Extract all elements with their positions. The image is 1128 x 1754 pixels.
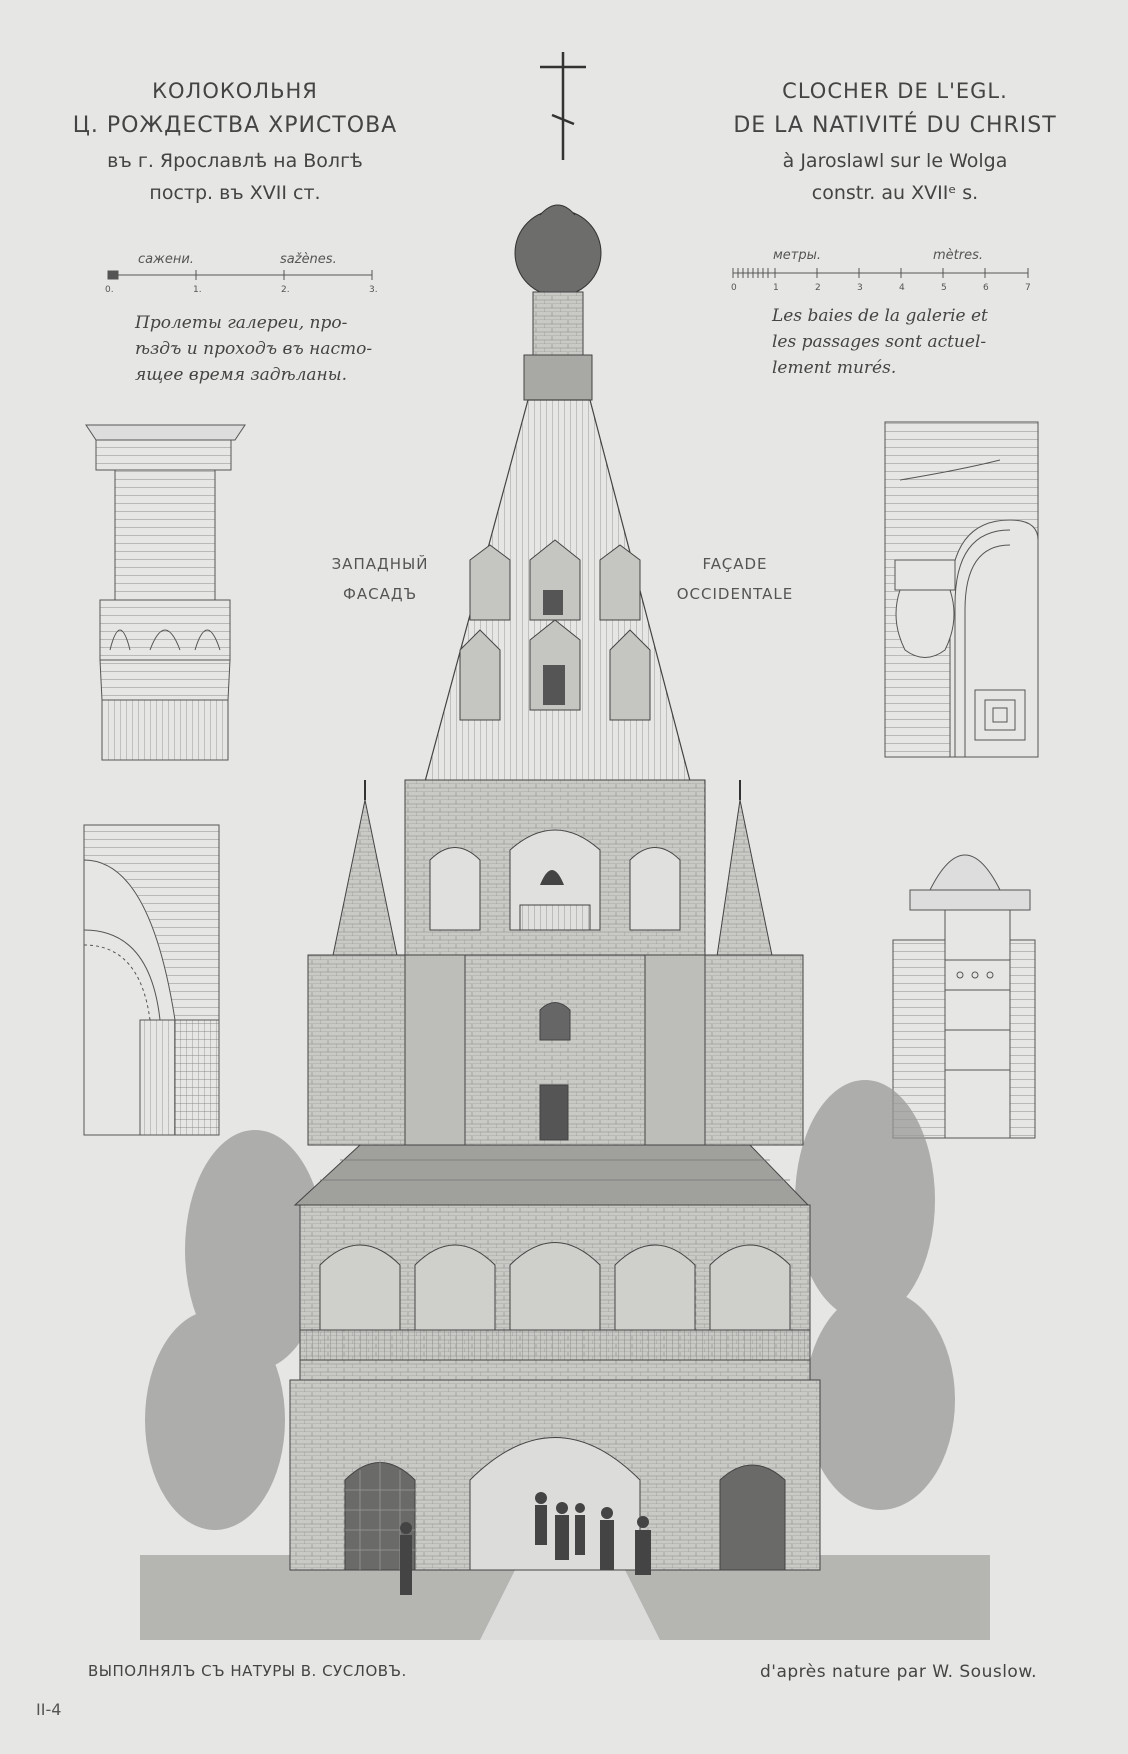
title-ru-line4: постр. въ XVII ст. [149,182,321,204]
left-side-turret [329,799,401,971]
scale-tick-label: 3 [857,283,863,293]
facade-label-line: ФАСАДЪ [342,585,418,603]
title-ru-line2: Ц. РОЖДЕСТВА ХРИСТОВА [72,113,398,138]
footer-credit-ru: ВЫПОЛНЯЛЪ СЪ НАТУРЫ В. СУСЛОВЪ. [88,1662,407,1680]
plate-number: II-4 [36,1700,62,1719]
scale-tick-label: 2. [281,285,290,295]
scale-bar-left-graphic [107,270,373,280]
scale-tick-label: 1. [193,285,202,295]
onion-dome [514,209,602,297]
facade-label-ru: ЗАПАДНЫЙ ФАСАДЪ [315,549,445,609]
facade-label-line: ЗАПАДНЫЙ [331,555,429,573]
gallery-balustrade [299,1329,811,1361]
scale-tick-label: 2 [815,283,821,293]
scale-tick-label: 0 [731,283,737,293]
scale-ticks-left: 0. 1. 2. 3. [105,285,378,295]
scale-tick-label: 4 [899,283,905,293]
scale-bar-right-graphic [732,268,1029,278]
bell-icon [540,870,564,885]
facade-label-fr: FAÇADE OCCIDENTALE [660,549,810,609]
scale-tick-label: 7 [1025,283,1031,293]
title-fr-line1: CLOCHER DE L'EGL. [782,79,1008,103]
detail-arch-top-right [884,421,1039,758]
facade-label-line: OCCIDENTALE [676,585,794,603]
scale-tick-label: 1 [773,283,779,293]
footer-credit-fr: d'après nature par W. Souslow. [760,1662,1038,1682]
scale-tick-label: 6 [983,283,989,293]
scale-tick-label: 3. [369,285,378,295]
scale-tick-label: 5 [941,283,947,293]
scale-unit-ru: метры. [773,248,822,263]
path-road [480,1560,660,1640]
trees [145,1080,955,1530]
main-gate-arch [469,1437,641,1571]
title-french: CLOCHER DE L'EGL. DE LA NATIVITÉ DU CHRI… [700,75,1090,209]
scale-unit-fr: mètres. [933,248,984,263]
note-fr-line: Les baies de la galerie et [772,306,988,326]
title-fr-line3: à Jaroslawl sur le Wolga [782,150,1008,172]
figures [400,1492,651,1595]
detail-column-middle-right [892,854,1036,1139]
detail-arch-middle-left [83,824,220,1136]
scale-unit-ru: сажени. [138,252,194,267]
title-ru-line1: КОЛОКОЛЬНЯ [152,79,318,103]
facade-label-line: FAÇADE [702,555,768,573]
scale-tick-label: 0. [105,285,114,295]
note-ru-line: ѣздъ и проходъ въ насто- [135,339,373,359]
note-ru-line: Пролеты галереи, про- [135,313,348,333]
title-fr-line4: constr. au XVIIᵉ s. [811,182,979,204]
gallery-roof [293,1144,810,1206]
note-fr-line: les passages sont actuel- [772,332,987,352]
title-ru-line3: въ г. Ярославлѣ на Волгѣ [107,150,363,172]
gallery-arches [319,1242,791,1331]
scale-ticks-right: 0 1 2 3 4 5 6 7 [731,283,1031,293]
note-fr-line: lement murés. [772,358,897,378]
title-russian: КОЛОКОЛЬНЯ Ц. РОЖДЕСТВА ХРИСТОВА въ г. Я… [40,75,430,209]
note-ru-line: ящее время задѣланы. [135,365,347,385]
right-side-turret [714,799,776,971]
detail-column-top-left [85,424,246,761]
cross [540,52,586,160]
right-gate [719,1464,786,1571]
note-russian: Пролеты галереи, про- ѣздъ и проходъ въ … [135,310,375,388]
note-french: Les baies de la galerie et les passages … [772,303,1032,381]
title-fr-line2: DE LA NATIVITÉ DU CHRIST [733,113,1057,138]
scale-unit-fr: sažènes. [280,252,337,267]
